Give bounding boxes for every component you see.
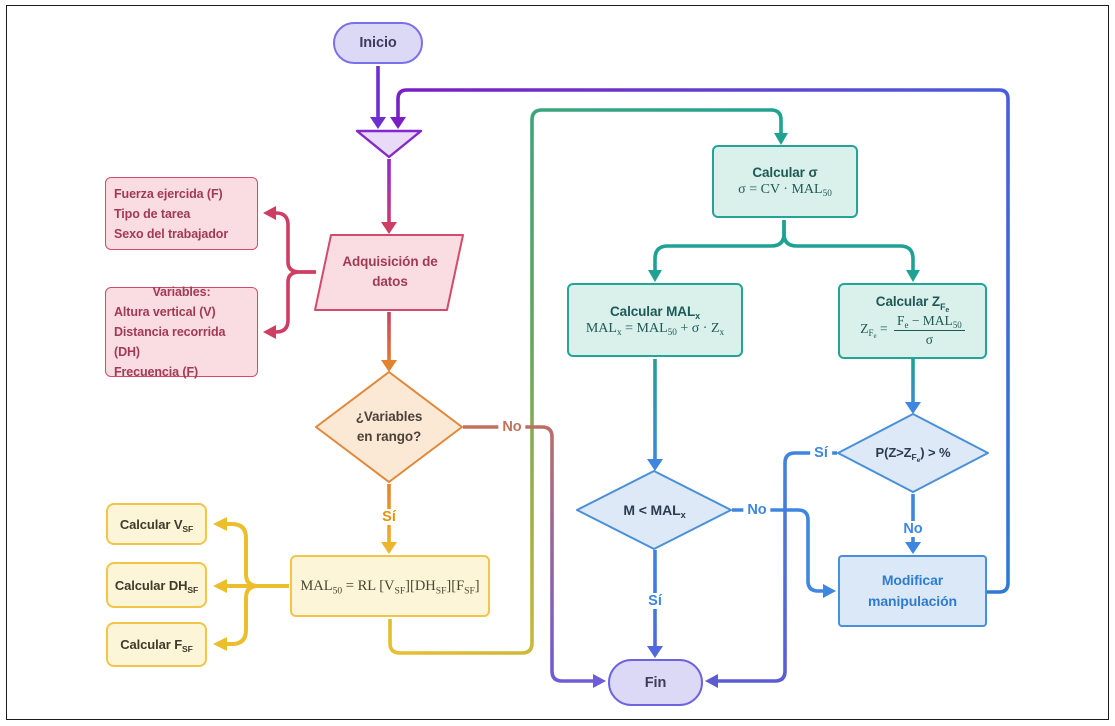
malx-box: Calcular MALx MALx = MAL50 + σ · Zx: [567, 283, 743, 357]
modificar-box: Modificar manipulación: [838, 555, 987, 627]
edge-pdiamond-si-to-fin: [705, 451, 837, 688]
edge-adquisicion-to-variables: [263, 270, 316, 339]
adquisicion-parallelogram: [314, 234, 464, 311]
p-z-diamond: [837, 413, 989, 493]
rango-si-label: Sí: [378, 509, 400, 525]
edge-rango-no-to-fin: [463, 425, 606, 688]
rango-label: ¿Variables en rango?: [355, 409, 423, 444]
end-node: Fin: [608, 659, 703, 706]
p-no-label: No: [899, 521, 927, 537]
edge-mal50-to-sigma: [388, 108, 788, 655]
m-mal-label: M < MALx: [623, 501, 686, 521]
variables-box: Variables: Altura vertical (V) Distancia…: [105, 285, 258, 379]
calc-dh-box: Calcular DHSF: [106, 562, 207, 608]
edge-malx-to-mdiamond: [647, 359, 663, 471]
edge-mal50-to-calc-f: [213, 584, 289, 651]
rango-no-label: No: [498, 419, 526, 435]
page-border: [6, 5, 1109, 720]
edge-mal50-to-calc-v: [213, 517, 289, 588]
edge-sigma-to-malx: [648, 220, 786, 282]
m-mal-diamond: [576, 470, 732, 550]
sigma-box: Calcular σ σ = CV · MAL50: [712, 145, 858, 218]
edge-inicio-to-merge: [370, 66, 386, 129]
p-si-label: Sí: [810, 445, 832, 461]
adquisicion-label: Adquisición de datos: [342, 253, 438, 289]
edge-adquisicion-to-factores: [263, 206, 316, 274]
m-no-label: No: [743, 502, 771, 518]
calc-v-box: Calcular VSF: [106, 503, 207, 545]
edge-adquisicion-to-rango: [381, 312, 397, 372]
edge-mdiamond-no-to-modificar: [732, 508, 836, 598]
factores-box: Fuerza ejercida (F) Tipo de tarea Sexo d…: [105, 177, 258, 250]
edge-zfe-to-pdiamond: [905, 359, 921, 414]
edge-modificar-return-to-merge: [390, 88, 1010, 594]
m-si-label: Sí: [644, 593, 666, 609]
p-z-label: P(Z>ZFe) > %: [875, 444, 951, 464]
rango-diamond: [315, 371, 463, 483]
mal50-formula-box: MAL50 = RL [VSF][DHSF][FSF]: [290, 555, 490, 617]
merge-triangle: [355, 129, 423, 159]
edge-merge-to-adquisicion: [381, 159, 397, 234]
start-node: Inicio: [333, 22, 423, 64]
calc-f-box: Calcular FSF: [106, 622, 207, 667]
edge-sigma-to-zfe: [782, 220, 920, 282]
